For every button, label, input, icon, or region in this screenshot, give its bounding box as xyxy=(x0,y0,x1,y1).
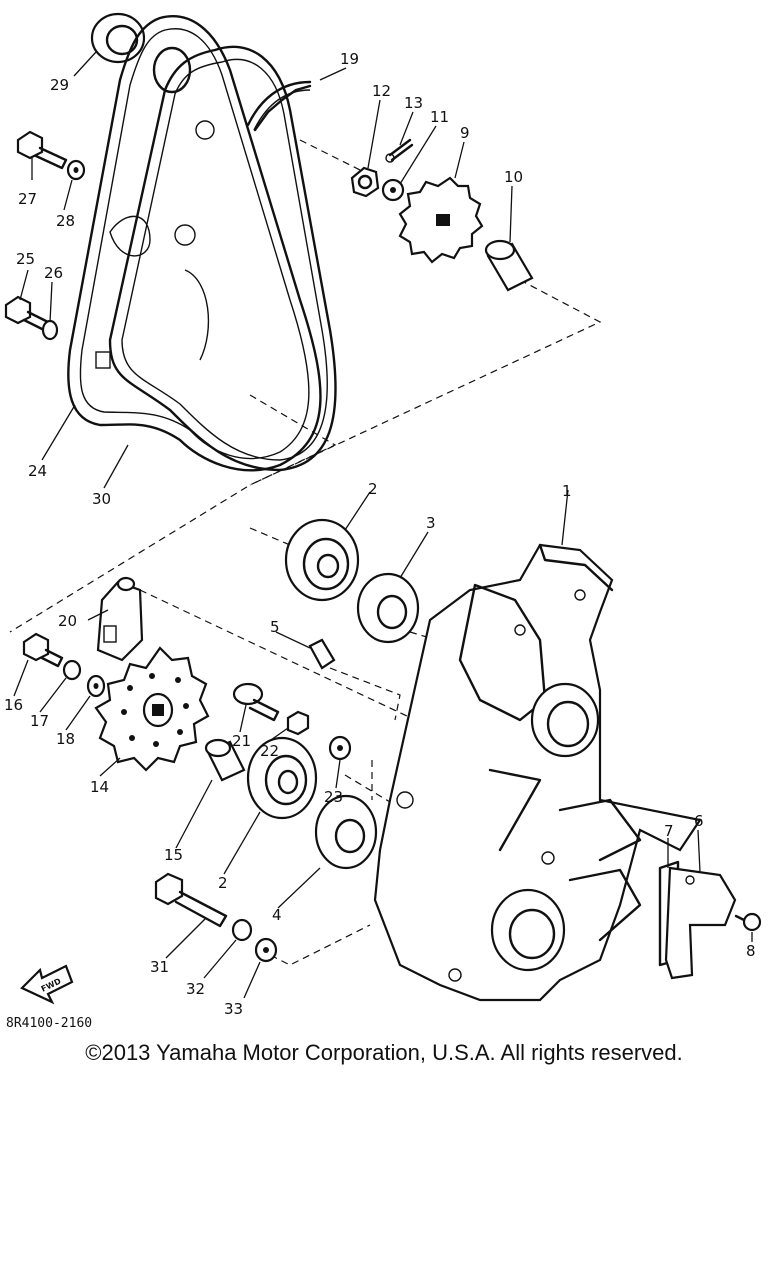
part-2-bearing-upper xyxy=(284,518,360,602)
part-12-nut xyxy=(350,166,380,198)
label-21: 21 xyxy=(232,732,251,750)
label-25: 25 xyxy=(16,250,35,268)
part-17-lock-washer xyxy=(62,659,82,681)
label-13: 13 xyxy=(404,94,423,112)
label-7: 7 xyxy=(664,822,674,840)
label-6: 6 xyxy=(694,812,704,830)
label-5: 5 xyxy=(270,618,280,636)
part-13-cotter-pin xyxy=(385,138,414,163)
label-32: 32 xyxy=(186,980,205,998)
label-16: 16 xyxy=(4,696,23,714)
part-21-bolt xyxy=(232,682,280,722)
label-27: 27 xyxy=(18,190,37,208)
label-31: 31 xyxy=(150,958,169,976)
label-23: 23 xyxy=(324,788,343,806)
label-28: 28 xyxy=(56,212,75,230)
label-1: 1 xyxy=(562,482,572,500)
label-24: 24 xyxy=(28,462,47,480)
part-6-cover-plate xyxy=(664,866,737,980)
label-2b: 2 xyxy=(218,874,228,892)
part-25-bolt xyxy=(4,295,50,332)
part-18-washer xyxy=(86,674,106,698)
label-2a: 2 xyxy=(368,480,378,498)
label-26: 26 xyxy=(44,264,63,282)
part-27-bolt xyxy=(16,130,68,170)
part-9-drive-sprocket xyxy=(398,176,484,264)
label-4: 4 xyxy=(272,906,282,924)
part-16-bolt xyxy=(22,632,64,668)
label-29: 29 xyxy=(50,76,69,94)
label-33: 33 xyxy=(224,1000,243,1018)
part-3-bearing-upper xyxy=(356,572,420,644)
part-33-washer xyxy=(254,937,278,963)
label-11: 11 xyxy=(430,108,449,126)
part-22-nut xyxy=(286,710,310,736)
label-19: 19 xyxy=(340,50,359,68)
label-17: 17 xyxy=(30,712,49,730)
part-32-lock-washer xyxy=(231,918,253,942)
label-12: 12 xyxy=(372,82,391,100)
part-1-chaincase-housing xyxy=(373,543,702,1002)
diagram-code: 8R4100-2160 xyxy=(6,1016,93,1031)
label-3: 3 xyxy=(426,514,436,532)
part-30-gasket xyxy=(108,45,337,472)
parts-diagram: 1 2 2 3 4 5 6 7 8 9 10 11 12 13 14 15 16… xyxy=(4,12,762,1018)
label-30: 30 xyxy=(92,490,111,508)
forward-arrow-icon: FWD xyxy=(20,964,74,1005)
part-5-stud xyxy=(308,638,336,670)
label-18: 18 xyxy=(56,730,75,748)
label-9: 9 xyxy=(460,124,470,142)
part-15-spacer xyxy=(204,738,246,782)
part-10-spacer xyxy=(484,239,534,292)
label-14: 14 xyxy=(90,778,109,796)
part-19-drive-chain xyxy=(246,80,312,132)
part-26-washer xyxy=(41,319,59,341)
label-22: 22 xyxy=(260,742,279,760)
label-20: 20 xyxy=(58,612,77,630)
copyright-notice: ©2013 Yamaha Motor Corporation, U.S.A. A… xyxy=(85,1040,683,1065)
part-14-driven-sprocket xyxy=(94,646,210,772)
part-23-washer xyxy=(328,735,352,761)
part-labels: 1 2 2 3 4 5 6 7 8 9 10 11 12 13 14 15 16… xyxy=(4,50,756,1018)
part-4-bearing-lower xyxy=(314,794,378,870)
part-8-screw xyxy=(734,912,762,932)
label-8: 8 xyxy=(746,942,756,960)
part-31-bolt xyxy=(154,872,228,928)
part-2-bearing-lower xyxy=(246,736,318,820)
part-28-washer xyxy=(66,159,86,181)
part-11-washer xyxy=(381,178,405,202)
label-10: 10 xyxy=(504,168,523,186)
part-20-tensioner xyxy=(96,576,144,662)
label-15: 15 xyxy=(164,846,183,864)
leader-lines xyxy=(13,51,753,999)
